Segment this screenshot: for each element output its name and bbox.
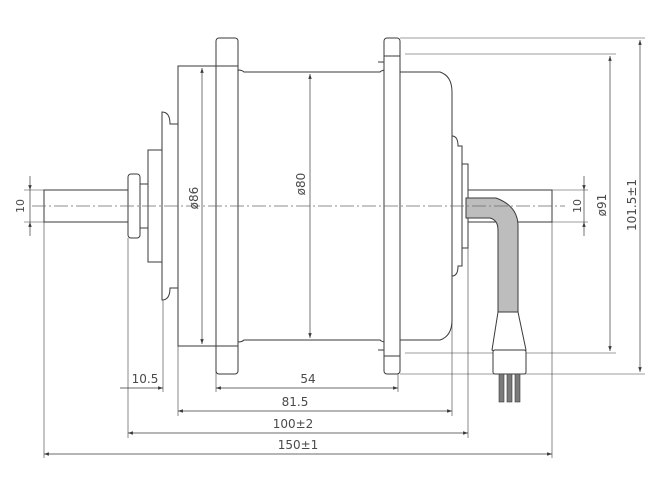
connector-pins — [498, 373, 521, 403]
body-diameter-label: ø80 — [294, 173, 308, 196]
cable — [465, 197, 527, 375]
flange-spacing-label: 54 — [300, 372, 315, 386]
shaft-step-label: 10.5 — [132, 372, 159, 386]
over-locknut-label: 100±2 — [273, 417, 314, 431]
right-flange-diameter-label: ø91 — [595, 194, 609, 217]
body-length-label: 81.5 — [282, 395, 309, 409]
horizontal-dimension-lines — [44, 386, 552, 456]
extension-lines — [24, 37, 645, 458]
shaft-diameter-right-label: 10 — [571, 199, 584, 213]
flange-diameter-label: ø86 — [187, 187, 201, 210]
overall-height-label: 101.5±1 — [625, 179, 639, 231]
right-end-cap — [399, 71, 469, 341]
shaft-diameter-left-label: 10 — [14, 199, 27, 213]
vertical-dimension-lines — [28, 40, 642, 372]
axle-length-label: 150±1 — [278, 438, 319, 452]
